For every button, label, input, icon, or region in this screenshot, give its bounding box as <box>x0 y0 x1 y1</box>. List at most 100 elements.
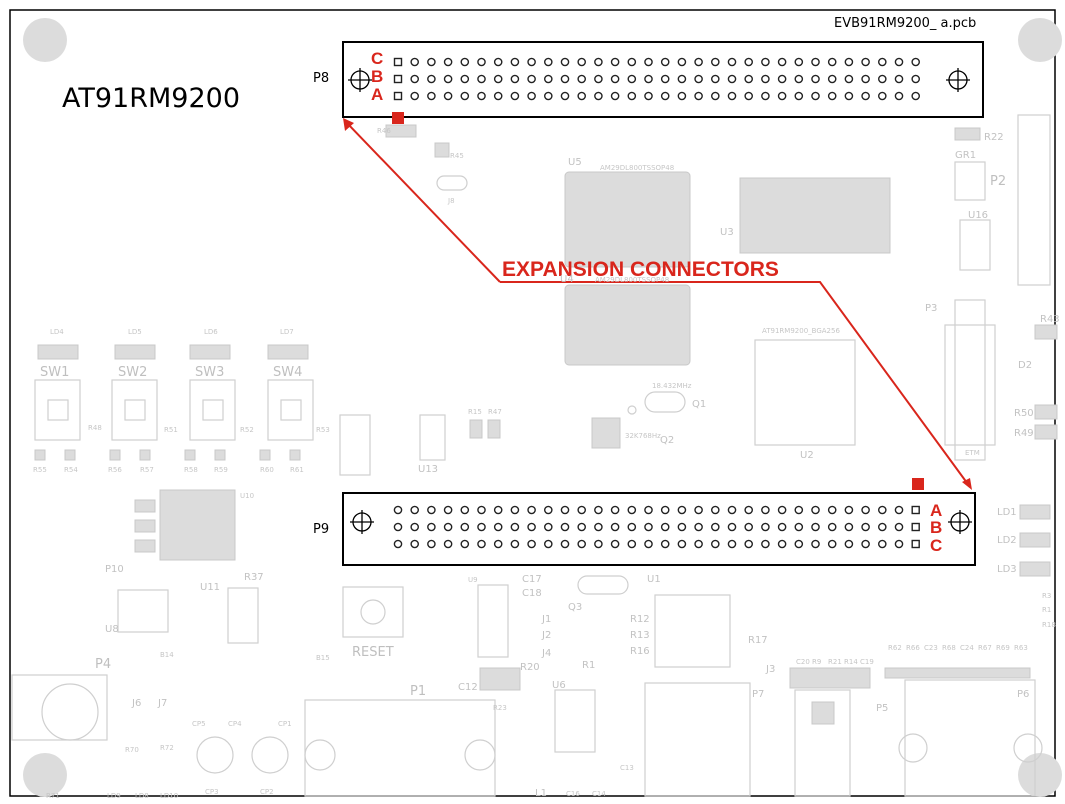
connector-pin <box>711 505 720 515</box>
connector-pin <box>510 522 520 532</box>
connector-pin <box>577 74 587 84</box>
component-label: R72 <box>160 744 174 752</box>
connector-pin <box>878 57 887 67</box>
connector-pin <box>627 57 637 67</box>
component-label: D2 <box>1018 360 1032 371</box>
component-label: R62 <box>888 644 902 652</box>
pin1-marker-p9 <box>912 478 924 490</box>
connector-pin <box>677 57 687 67</box>
connector-pin <box>560 91 570 101</box>
component-label: AM29DL800TSSOP48 <box>600 164 674 172</box>
component-label: R46 <box>377 127 391 135</box>
component-label: J4 <box>541 648 551 659</box>
component-label: GR1 <box>955 150 976 161</box>
component-label: R57 <box>140 466 154 474</box>
component-label: R21 <box>828 658 842 666</box>
component-label: U10 <box>240 492 254 500</box>
connector-pin <box>894 539 904 549</box>
component-label: J6 <box>131 698 141 709</box>
connector-pin <box>627 91 637 101</box>
connector-pin <box>844 539 854 549</box>
component-label: U2 <box>800 450 814 461</box>
connector-pin <box>894 522 904 532</box>
connector-pin <box>427 505 436 515</box>
connector-pin <box>493 91 503 101</box>
callout-arrows <box>345 121 971 488</box>
component-label: J7 <box>157 698 167 709</box>
connector-pin <box>594 539 603 549</box>
component-label: R15 <box>468 408 482 416</box>
connector-pin <box>644 74 653 84</box>
connector-pin <box>827 91 837 101</box>
connector-pin <box>477 539 486 549</box>
mount-screw-p8-left <box>348 68 372 92</box>
component-label: SW3 <box>195 365 224 380</box>
component-label: R54 <box>64 466 78 474</box>
connector-pin <box>393 505 403 515</box>
component-label: U5 <box>568 157 582 168</box>
connector-pin <box>827 57 837 67</box>
connector-pin <box>594 74 603 84</box>
component-label: P1 <box>410 684 426 699</box>
connector-pin <box>794 57 804 67</box>
component-label: LD5 <box>128 328 142 336</box>
connector-pin <box>878 74 887 84</box>
component-label: U6 <box>552 680 566 691</box>
connector-pin <box>410 91 420 101</box>
connector-pin <box>727 91 737 101</box>
component-label: C23 <box>924 644 938 652</box>
connector-pin <box>460 505 470 515</box>
connector-pin <box>744 74 754 84</box>
connector-pin <box>761 505 770 515</box>
component-label: U3 <box>720 227 734 238</box>
arrow-to-p8 <box>345 121 501 283</box>
connector-pin <box>460 91 470 101</box>
connector-pin <box>660 91 670 101</box>
connector-pin <box>577 505 587 515</box>
connector-pin <box>711 539 720 549</box>
connector-pin <box>443 74 453 84</box>
connector-pin <box>861 522 870 532</box>
component-label: Q2 <box>660 435 674 446</box>
connector-pin <box>761 91 770 101</box>
connector-pin <box>761 74 770 84</box>
connector-pin <box>477 91 486 101</box>
component-label: B14 <box>160 651 174 659</box>
connector-pin <box>610 57 620 67</box>
connector-pin <box>493 505 503 515</box>
component-label: R58 <box>184 466 198 474</box>
component-label: RESET <box>352 645 394 660</box>
connector-pin <box>644 57 653 67</box>
connector-pin <box>811 505 820 515</box>
connector-pin <box>410 74 420 84</box>
connector-pin <box>777 91 787 101</box>
connector-pin <box>894 57 904 67</box>
component-label: R61 <box>290 466 304 474</box>
component-label: R51 <box>164 426 178 434</box>
connector-pin <box>527 91 536 101</box>
connector-pin <box>493 74 503 84</box>
component-label: P5 <box>876 703 888 714</box>
connector-pin <box>811 91 820 101</box>
connector-pin <box>393 91 403 101</box>
connector-p9-label: P9 <box>313 522 329 537</box>
component-label: R53 <box>316 426 330 434</box>
connector-pin <box>594 91 603 101</box>
component-label: R70 <box>125 746 139 754</box>
connector-p9-outline <box>342 492 976 566</box>
component-label: R52 <box>240 426 254 434</box>
connector-p8-label: P8 <box>313 71 329 86</box>
component-label: R45 <box>450 152 464 160</box>
connector-pin <box>844 91 854 101</box>
p9-row-label-a: A <box>930 501 942 520</box>
component-label: LD2 <box>997 535 1017 546</box>
component-label: C12 <box>458 682 478 693</box>
connector-pin <box>644 91 653 101</box>
connector-pin <box>694 522 703 532</box>
connector-pin <box>477 74 486 84</box>
connector-pin <box>577 539 587 549</box>
component-label: R20 <box>520 662 540 673</box>
connector-pin <box>527 74 536 84</box>
connector-pin <box>694 505 703 515</box>
